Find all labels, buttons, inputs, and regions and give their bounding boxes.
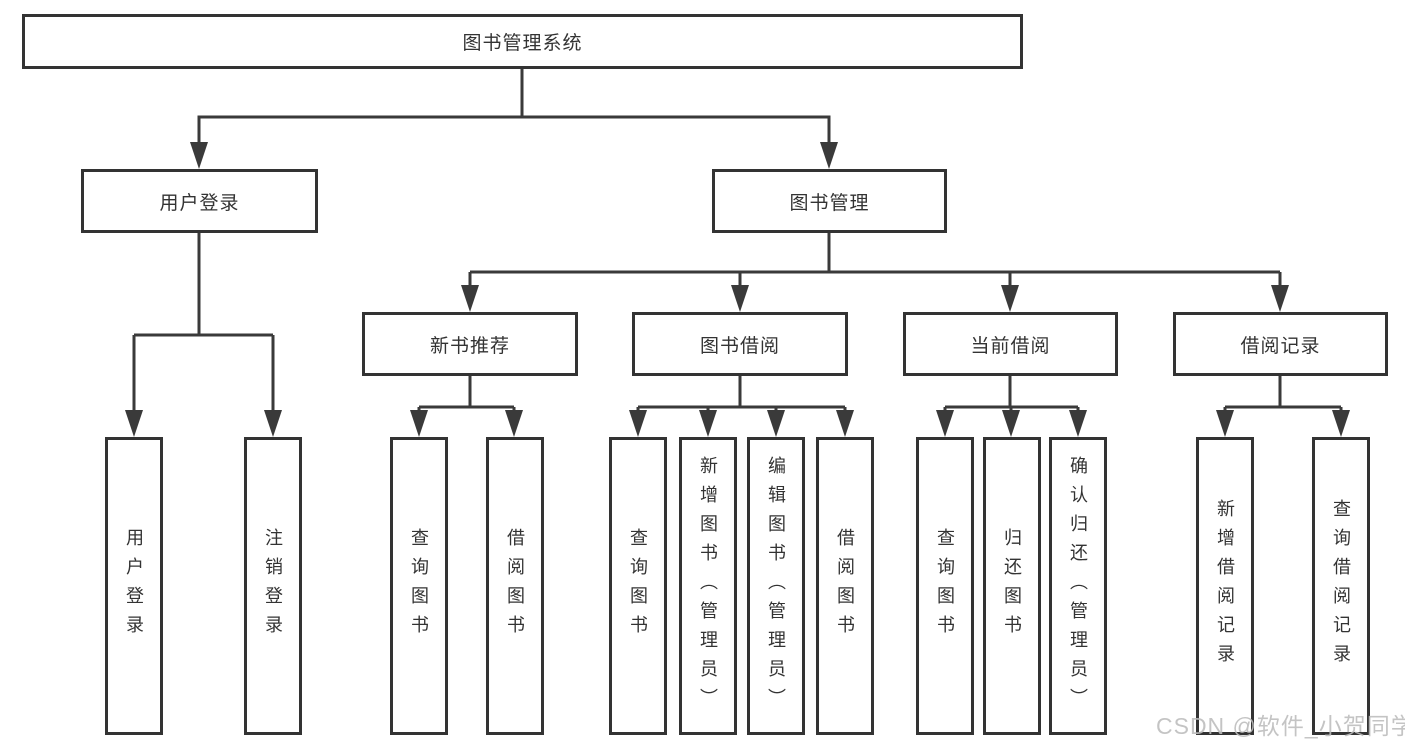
node-label: 查询图书 xyxy=(409,528,429,644)
node-label: 新增图书（管理员） xyxy=(698,455,718,717)
node-label: 借阅图书 xyxy=(505,528,525,644)
node-label: 用户登录 xyxy=(159,192,240,214)
node-book-borrowing: 图书借阅 xyxy=(632,312,848,376)
node-book-management: 图书管理 xyxy=(712,169,947,233)
node-label: 借阅记录 xyxy=(1240,335,1321,357)
node-label: 归还图书 xyxy=(1002,528,1022,644)
node-new-book-recommendation: 新书推荐 xyxy=(362,312,578,376)
node-label: 编辑图书（管理员） xyxy=(766,455,786,717)
leaf-nb-query-books: 查询图书 xyxy=(390,437,448,735)
leaf-bb-edit-books-admin: 编辑图书（管理员） xyxy=(747,437,805,735)
csdn-watermark: CSDN @软件_小贺同学 xyxy=(1156,713,1405,739)
node-label: 图书管理系统 xyxy=(462,33,583,54)
leaf-cb-query-books: 查询图书 xyxy=(916,437,974,735)
node-label: 图书管理 xyxy=(789,192,870,214)
node-system-root: 图书管理系统 xyxy=(22,14,1023,69)
node-label: 借阅图书 xyxy=(835,528,855,644)
leaf-br-add-record: 新增借阅记录 xyxy=(1196,437,1254,735)
leaf-br-query-record: 查询借阅记录 xyxy=(1312,437,1370,735)
leaf-cb-return-books: 归还图书 xyxy=(983,437,1041,735)
leaf-cb-confirm-return-admin: 确认归还（管理员） xyxy=(1049,437,1107,735)
node-borrowing-records: 借阅记录 xyxy=(1173,312,1388,376)
node-label: 新增借阅记录 xyxy=(1215,499,1235,673)
node-label: 图书借阅 xyxy=(699,335,780,357)
node-label: 新书推荐 xyxy=(429,335,510,357)
leaf-logout: 注销登录 xyxy=(244,437,302,735)
leaf-bb-add-books-admin: 新增图书（管理员） xyxy=(679,437,737,735)
leaf-bb-borrow-books: 借阅图书 xyxy=(816,437,874,735)
leaf-nb-borrow-books: 借阅图书 xyxy=(486,437,544,735)
node-label: 查询图书 xyxy=(628,528,648,644)
node-label: 注销登录 xyxy=(263,528,283,644)
node-label: 确认归还（管理员） xyxy=(1068,455,1088,717)
node-user-login: 用户登录 xyxy=(81,169,318,233)
leaf-bb-query-books: 查询图书 xyxy=(609,437,667,735)
node-label: 用户登录 xyxy=(124,528,144,644)
node-label: 查询图书 xyxy=(935,528,955,644)
node-label: 当前借阅 xyxy=(970,335,1051,357)
node-current-borrowing: 当前借阅 xyxy=(903,312,1118,376)
leaf-user-login: 用户登录 xyxy=(105,437,163,735)
node-label: 查询借阅记录 xyxy=(1331,499,1351,673)
